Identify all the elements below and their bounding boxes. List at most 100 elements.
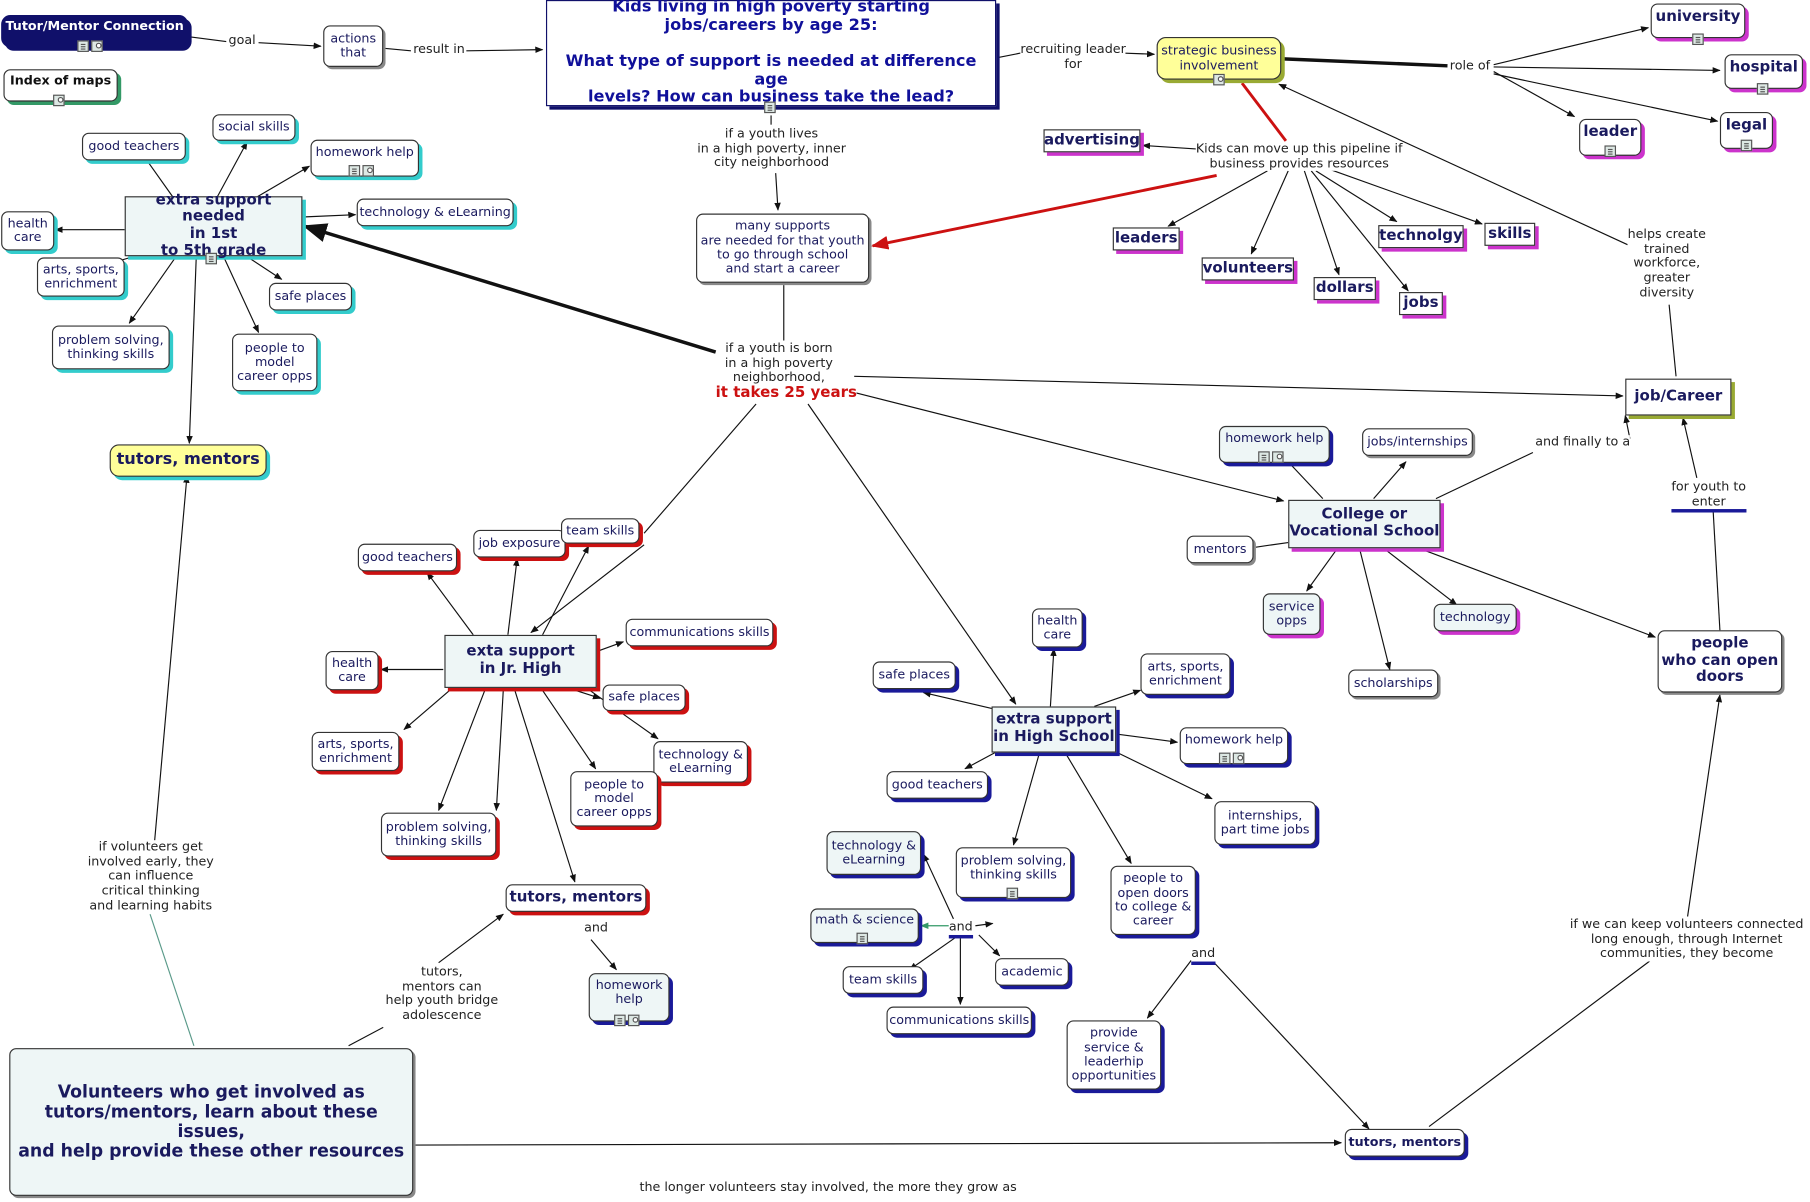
hs-internships-node[interactable]: internships, part time jobs xyxy=(1214,801,1316,845)
hospital-node[interactable]: hospital xyxy=(1724,54,1804,89)
elem-arts-node[interactable]: arts, sports, enrichment xyxy=(36,257,125,297)
hs-provide-service-node[interactable]: provide service & leaderhip opportunitie… xyxy=(1066,1020,1162,1090)
hs-safe-places-node[interactable]: safe places xyxy=(872,661,956,690)
col-technology-node[interactable]: technology xyxy=(1433,603,1517,632)
hs-communications-skills-node[interactable]: communications skills xyxy=(886,1006,1032,1035)
document-icon[interactable] xyxy=(1258,451,1270,463)
document-icon[interactable] xyxy=(764,101,776,114)
concept-map-icon[interactable] xyxy=(53,94,65,107)
jr-arts-node[interactable]: arts, sports, enrichment xyxy=(311,731,400,772)
people-open-doors-node[interactable]: people who can open doors xyxy=(1657,630,1783,693)
col-service-opps-node[interactable]: service opps xyxy=(1262,593,1321,635)
concept-map-icon[interactable] xyxy=(1272,451,1284,463)
volunteers-box-node[interactable]: Volunteers who get involved as tutors/me… xyxy=(9,1048,414,1196)
hs-people-doors-node[interactable]: people to open doors to college & career xyxy=(1110,865,1196,935)
elem-main-node[interactable]: extra support needed in 1st to 5th grade xyxy=(124,192,303,259)
jr-homework-help-node[interactable]: homework help xyxy=(588,973,670,1022)
jr-tutors-mentors-node[interactable]: tutors, mentors xyxy=(505,884,647,912)
resource-icons[interactable] xyxy=(1740,139,1753,152)
resource-icons[interactable] xyxy=(1692,33,1704,46)
many-supports-node[interactable]: many supports are needed for that youth … xyxy=(696,213,870,283)
elem-technology-node[interactable]: technology & eLearning xyxy=(356,198,514,227)
main-title-node[interactable]: Kids living in high poverty starting job… xyxy=(545,0,997,106)
jr-health-care-node[interactable]: health care xyxy=(325,651,379,691)
hs-arts-node[interactable]: arts, sports, enrichment xyxy=(1140,653,1231,695)
university-node[interactable]: university xyxy=(1650,3,1746,39)
resource-icons[interactable] xyxy=(1258,451,1284,463)
document-icon[interactable] xyxy=(1218,752,1231,765)
concept-map-icon[interactable] xyxy=(1232,752,1245,765)
hs-academic-node[interactable]: academic xyxy=(995,958,1069,986)
concept-map-icon[interactable] xyxy=(91,40,103,52)
dollars-node[interactable]: dollars xyxy=(1313,277,1376,301)
hs-health-care-node[interactable]: health care xyxy=(1031,608,1083,648)
node-label: provide service & leaderhip opportunitie… xyxy=(1071,1025,1157,1084)
resource-icons[interactable] xyxy=(1604,145,1617,157)
link-label-youth-born: if a youth is born in a high poverty nei… xyxy=(724,340,833,386)
document-icon[interactable] xyxy=(1006,887,1019,900)
link xyxy=(1283,57,1448,68)
document-icon[interactable] xyxy=(205,252,218,265)
document-icon[interactable] xyxy=(348,165,361,177)
document-icon[interactable] xyxy=(856,932,869,945)
jr-technology-node[interactable]: technology & eLearning xyxy=(653,741,748,783)
col-scholarships-node[interactable]: scholarships xyxy=(1348,669,1439,698)
document-icon[interactable] xyxy=(1740,139,1753,152)
hs-team-skills-node[interactable]: team skills xyxy=(842,966,924,994)
elem-people-model-node[interactable]: people to model career opps xyxy=(232,333,318,392)
col-jobs-internships-node[interactable]: jobs/internships xyxy=(1362,428,1473,456)
elem-problem-solving-node[interactable]: problem solving, thinking skills xyxy=(51,325,170,370)
elem-social-skills-node[interactable]: social skills xyxy=(212,114,296,141)
jobs-node[interactable]: jobs xyxy=(1399,292,1443,316)
link xyxy=(149,914,195,1046)
skills-node[interactable]: skills xyxy=(1484,222,1536,246)
elem-safe-places-node[interactable]: safe places xyxy=(268,282,353,311)
resource-icons[interactable] xyxy=(1756,83,1769,95)
job-career-node[interactable]: job/Career xyxy=(1625,378,1732,416)
document-icon[interactable] xyxy=(614,1014,626,1027)
concept-map-icon[interactable] xyxy=(1213,73,1225,86)
jr-good-teachers-node[interactable]: good teachers xyxy=(357,543,458,572)
concept-map-icon[interactable] xyxy=(362,165,374,177)
hs-technology-node[interactable]: technology & eLearning xyxy=(826,831,922,875)
resource-icons[interactable] xyxy=(1213,73,1225,86)
document-icon[interactable] xyxy=(77,40,89,52)
resource-icons[interactable] xyxy=(764,101,776,114)
jr-safe-places-node[interactable]: safe places xyxy=(602,684,686,712)
concept-map-icon[interactable] xyxy=(627,1014,640,1027)
resource-icons[interactable] xyxy=(348,165,374,177)
leaders-node[interactable]: leaders xyxy=(1112,227,1180,251)
jr-problem-solving-node[interactable]: problem solving, thinking skills xyxy=(380,812,497,857)
col-mentors-node[interactable]: mentors xyxy=(1186,535,1254,564)
volunteers-node[interactable]: volunteers xyxy=(1201,257,1294,281)
jr-people-model-node[interactable]: people to model career opps xyxy=(570,771,658,827)
resource-icons[interactable] xyxy=(1006,887,1019,900)
technolgy-node[interactable]: technolgy xyxy=(1378,225,1464,249)
resource-icons[interactable] xyxy=(856,932,869,945)
resource-icons[interactable] xyxy=(77,40,103,52)
actions-that-node[interactable]: actions that xyxy=(323,25,384,67)
hs-main-node[interactable]: extra support in High School xyxy=(991,706,1117,753)
jr-team-skills-node[interactable]: team skills xyxy=(560,518,640,544)
elem-health-care-node[interactable]: health care xyxy=(1,211,55,251)
document-icon[interactable] xyxy=(1692,33,1704,46)
document-icon[interactable] xyxy=(1604,145,1617,157)
jr-job-exposure-node[interactable]: job exposure xyxy=(473,529,566,558)
college-vocational-node[interactable]: College or Vocational School xyxy=(1288,499,1441,549)
resource-icons[interactable] xyxy=(53,94,65,107)
elem-tutors-mentors-node[interactable]: tutors, mentors xyxy=(109,444,267,477)
link xyxy=(1668,304,1677,377)
resource-icons[interactable] xyxy=(1218,752,1245,765)
jr-main-node[interactable]: exta support in Jr. High xyxy=(444,634,597,688)
resource-icons[interactable] xyxy=(614,1014,640,1027)
legal-node[interactable]: legal xyxy=(1719,111,1774,149)
elem-good-teachers-node[interactable]: good teachers xyxy=(81,132,186,161)
hs-homework-help-node[interactable]: homework help xyxy=(1179,727,1289,765)
jr-communications-skills-node[interactable]: communications skills xyxy=(625,618,774,647)
advertising-node[interactable]: advertising xyxy=(1043,129,1141,153)
document-icon[interactable] xyxy=(1756,83,1769,95)
hs-good-teachers-node[interactable]: good teachers xyxy=(886,771,989,799)
resource-icons[interactable] xyxy=(205,252,218,265)
link-label-pipeline: Kids can move up this pipeline if busine… xyxy=(1195,140,1403,172)
hs-tutors-mentors-node[interactable]: tutors, mentors xyxy=(1344,1128,1465,1157)
